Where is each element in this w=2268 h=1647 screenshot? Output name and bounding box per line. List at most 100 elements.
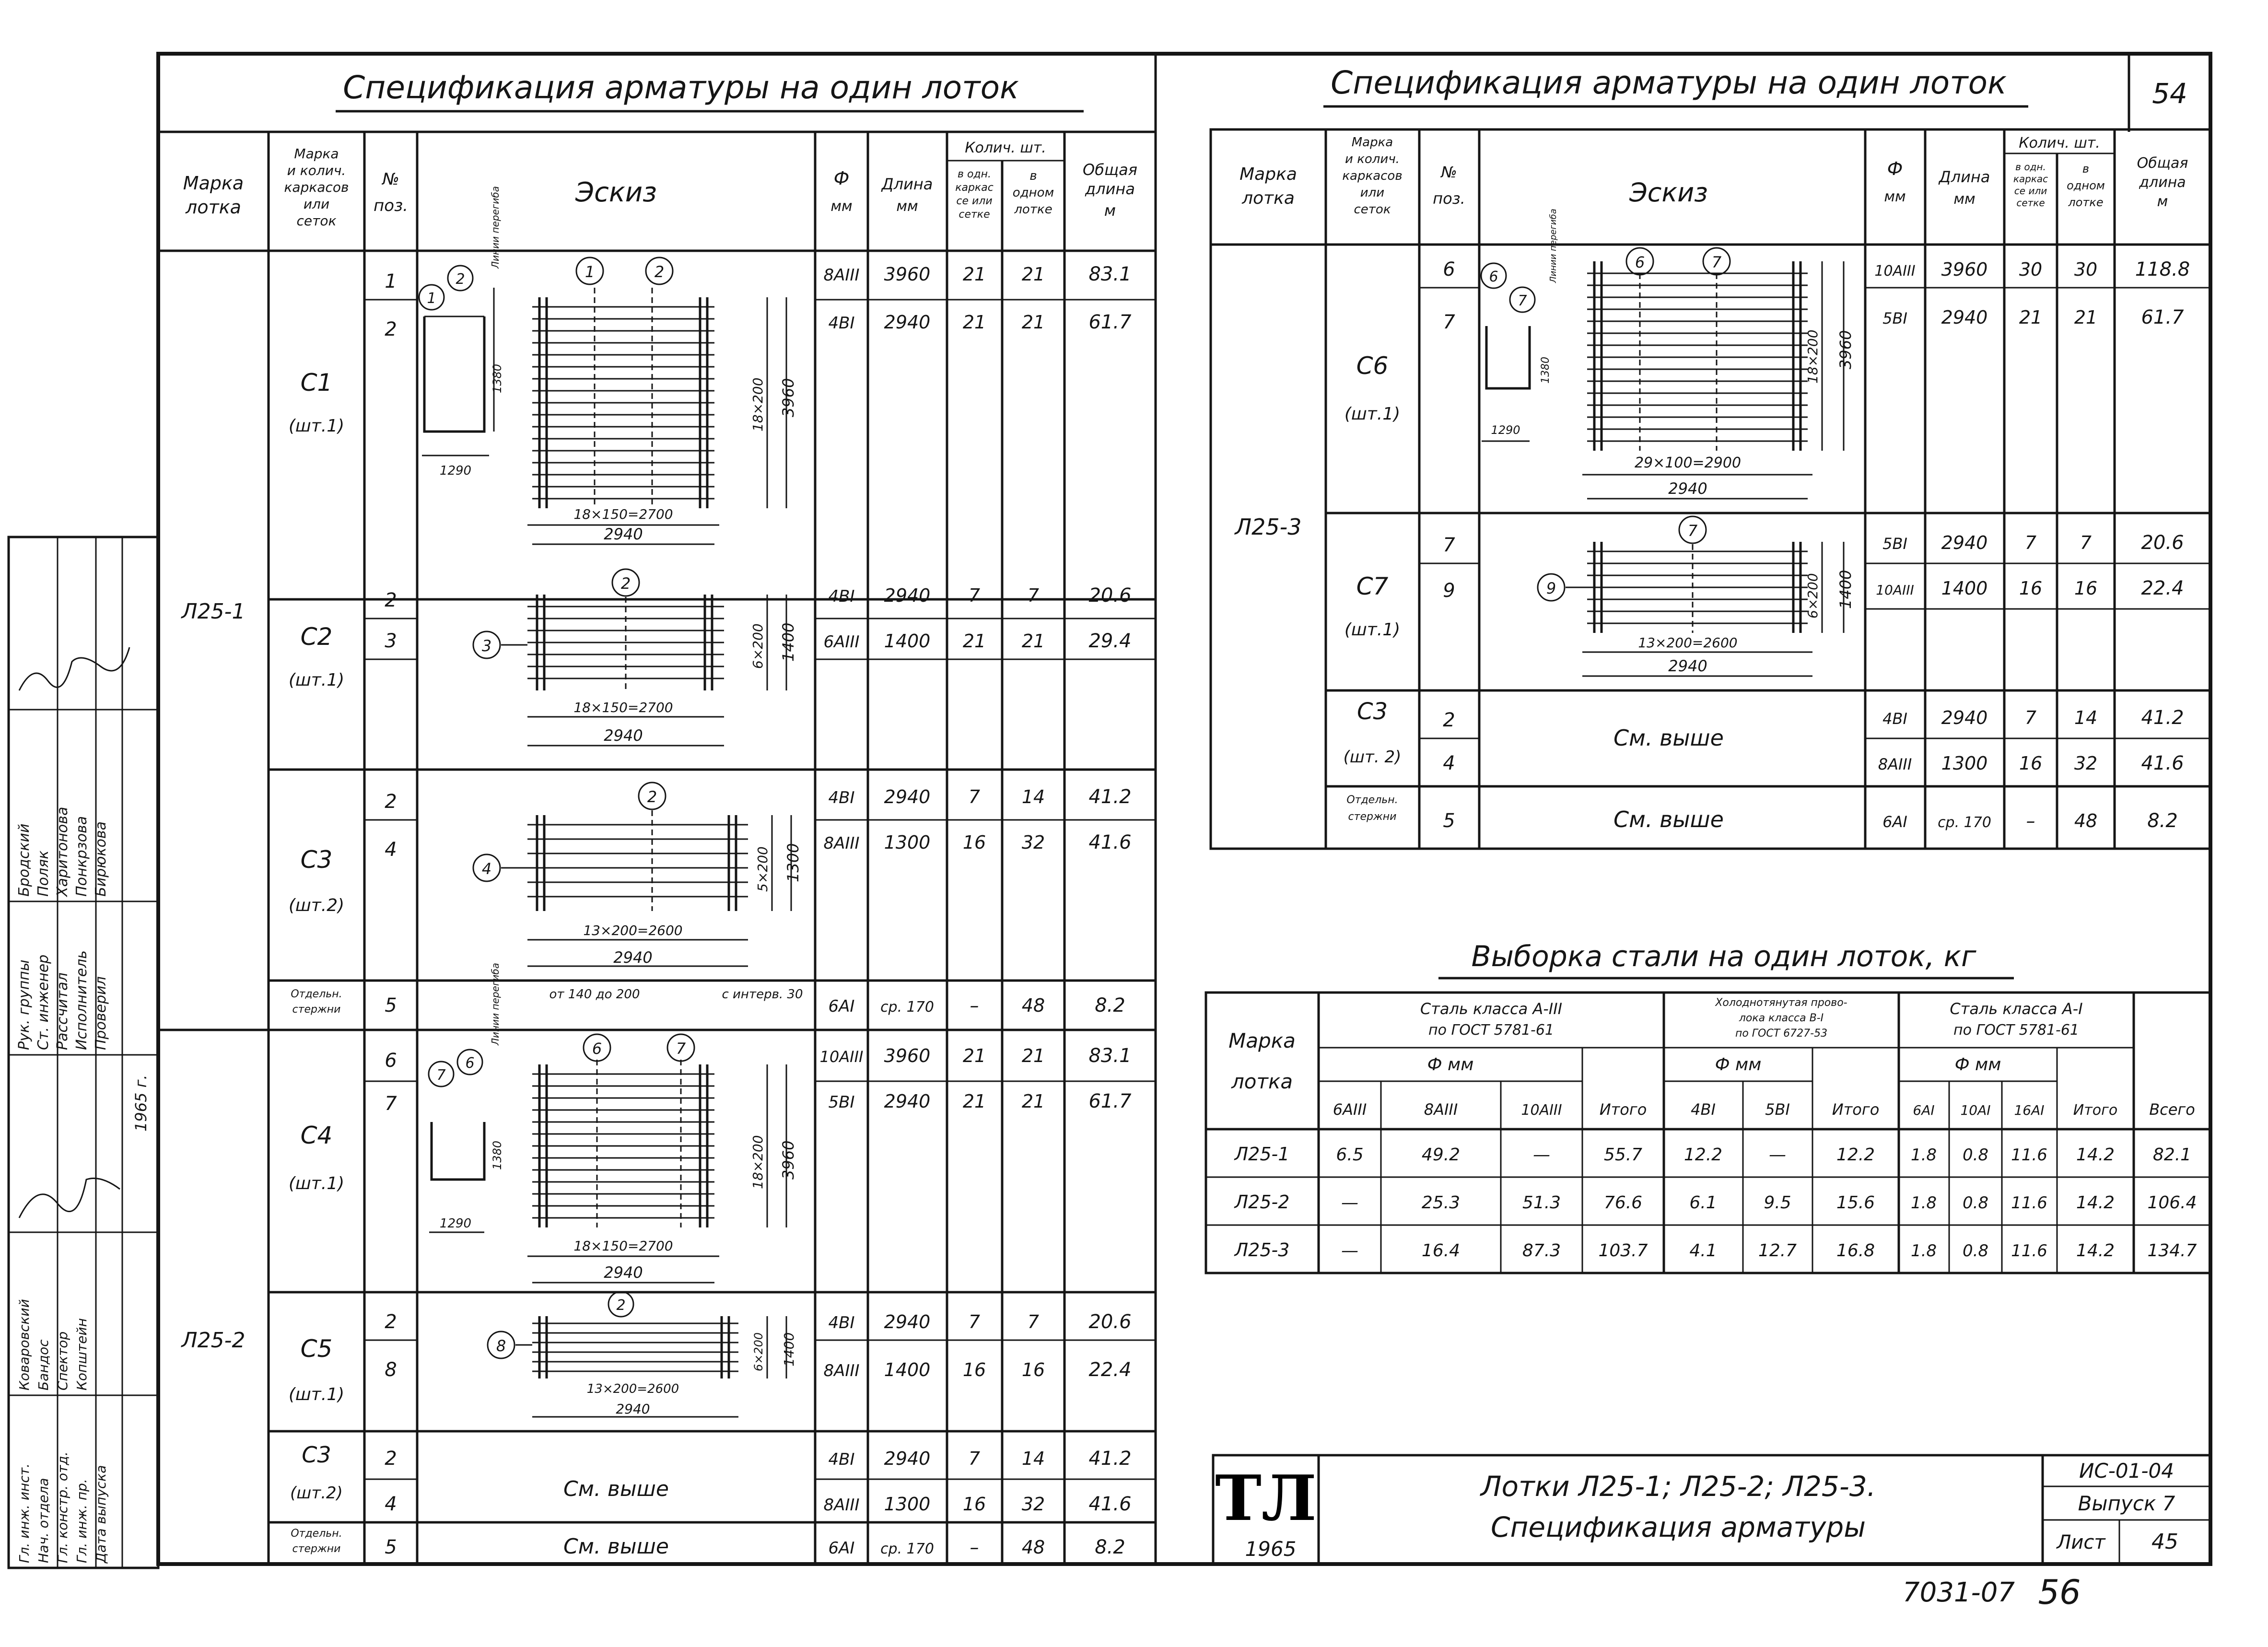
svg-text:87.3: 87.3 (1522, 1241, 1561, 1261)
svg-text:9: 9 (1443, 580, 1455, 602)
title-block: ТЛ 1965 Лотки Л25-1; Л25-2; Л25-3. Специ… (1212, 1454, 2212, 1565)
svg-text:поз.: поз. (1433, 189, 1465, 208)
svg-text:Гл. инж. пр.: Гл. инж. пр. (74, 1479, 90, 1563)
svg-text:7: 7 (2025, 707, 2036, 728)
svg-text:5ВI: 5ВI (1765, 1100, 1790, 1119)
svg-text:ИС-01-04: ИС-01-04 (2079, 1459, 2174, 1483)
svg-text:16: 16 (963, 1494, 986, 1515)
svg-text:стержни: стержни (292, 1004, 341, 1016)
svg-text:(шт.1): (шт.1) (289, 416, 344, 436)
svg-text:30: 30 (2019, 259, 2042, 280)
svg-text:10АIII: 10АIII (820, 1048, 864, 1066)
svg-text:1290: 1290 (1491, 423, 1520, 437)
svg-text:одном: одном (2067, 179, 2105, 192)
svg-text:Общая: Общая (1083, 161, 1137, 179)
left-h-mark: Марка (183, 173, 244, 194)
svg-text:1300: 1300 (1941, 753, 1988, 774)
svg-text:См. выше: См. выше (1613, 725, 1724, 751)
group-c1: С1 (301, 369, 333, 397)
svg-text:8.2: 8.2 (1095, 1536, 1125, 1558)
svg-text:21: 21 (963, 1091, 986, 1112)
svg-text:Длина: Длина (881, 175, 933, 193)
svg-text:8АIII: 8АIII (1424, 1100, 1458, 1119)
svg-text:се или: се или (2014, 185, 2047, 197)
svg-text:16: 16 (2074, 578, 2097, 599)
left-spec-table: Спецификация арматуры на один лоток Марк… (157, 54, 1157, 1564)
svg-text:Нач. отдела: Нач. отдела (35, 1478, 51, 1563)
svg-text:12.2: 12.2 (1836, 1145, 1875, 1165)
svg-text:6: 6 (1489, 269, 1498, 285)
svg-text:2: 2 (655, 263, 664, 281)
svg-text:6×200: 6×200 (752, 1332, 765, 1371)
svg-text:Выпуск 7: Выпуск 7 (2078, 1492, 2175, 1515)
svg-text:4ВI: 4ВI (829, 788, 855, 807)
svg-text:16: 16 (2019, 753, 2042, 774)
left-row: 7 5ВI 2940 21 21 61.7 (385, 1090, 1132, 1115)
left-tray-1: Л25-1 (181, 599, 246, 624)
svg-text:(шт.1): (шт.1) (289, 1174, 344, 1193)
svg-text:Бродский: Бродский (16, 824, 33, 897)
svg-text:Копштейн: Копштейн (74, 1318, 90, 1390)
sep-note: от 140 до 200 (549, 987, 640, 1002)
svg-text:18×200: 18×200 (750, 1135, 766, 1189)
svg-text:48: 48 (2074, 810, 2097, 831)
right-title: Спецификация арматуры на один лоток (1331, 64, 2007, 101)
svg-text:4: 4 (385, 839, 397, 861)
svg-text:(шт.1): (шт.1) (289, 670, 344, 690)
svg-text:12.7: 12.7 (1758, 1241, 1797, 1261)
svg-text:лотка: лотка (1231, 1070, 1293, 1093)
svg-text:6АIII: 6АIII (1333, 1100, 1367, 1119)
svg-text:1300: 1300 (884, 832, 931, 853)
svg-text:2940: 2940 (884, 1311, 931, 1332)
svg-text:12.2: 12.2 (1684, 1145, 1722, 1165)
svg-text:Отдельн.: Отдельн. (291, 1528, 342, 1540)
svg-text:41.6: 41.6 (1088, 1493, 1131, 1515)
svg-text:1300: 1300 (884, 1494, 931, 1515)
svg-text:7: 7 (1443, 534, 1455, 556)
svg-text:1400: 1400 (1941, 578, 1988, 599)
group-c5: С5 (301, 1335, 333, 1363)
svg-text:7: 7 (385, 1093, 397, 1115)
svg-text:48: 48 (1022, 995, 1045, 1016)
left-row: 2 4ВI 2940 7 7 20.6 (385, 584, 1131, 611)
svg-text:Колич. шт.: Колич. шт. (965, 140, 1046, 156)
svg-text:2940: 2940 (604, 525, 643, 543)
svg-text:С6: С6 (1356, 352, 1389, 380)
svg-text:8АIII: 8АIII (824, 1495, 860, 1515)
logo: ТЛ (1215, 1461, 1317, 1535)
svg-text:сеток: сеток (297, 213, 337, 229)
svg-text:6АI: 6АI (829, 1539, 855, 1558)
svg-text:Линии перегиба: Линии перегиба (490, 186, 501, 269)
svg-text:21: 21 (963, 1045, 986, 1066)
left-row: 1 8АIII 3960 21 21 83.1 (385, 263, 1131, 292)
svg-text:10АI: 10АI (1960, 1102, 1990, 1118)
svg-text:7: 7 (2080, 532, 2092, 553)
svg-text:3: 3 (482, 637, 491, 655)
steel-row: Л25-1 6.5 49.2 — 55.7 12.2 — 12.2 1.8 0.… (1234, 1144, 2191, 1165)
svg-text:18×150=2700: 18×150=2700 (573, 506, 673, 522)
sheet-border (156, 52, 2212, 1566)
svg-text:1: 1 (427, 290, 436, 307)
svg-text:7: 7 (2025, 532, 2036, 553)
svg-text:8.2: 8.2 (2147, 810, 2178, 832)
svg-text:45: 45 (2151, 1530, 2178, 1554)
svg-text:16: 16 (2019, 578, 2042, 599)
group-c2: С2 (301, 623, 333, 651)
svg-text:10АIII: 10АIII (1876, 582, 1914, 598)
svg-text:каркасов: каркасов (1342, 169, 1402, 183)
svg-text:4ВI: 4ВI (1691, 1100, 1716, 1119)
svg-text:поз.: поз. (374, 196, 408, 215)
steel-title: Выборка стали на один лоток, кг (1472, 940, 1976, 973)
svg-text:С3: С3 (302, 1442, 331, 1468)
svg-text:30: 30 (2074, 259, 2097, 280)
svg-text:61.7: 61.7 (1088, 311, 1132, 333)
svg-text:Итого: Итого (1600, 1100, 1647, 1119)
svg-text:или: или (1360, 186, 1384, 200)
svg-text:мм: мм (896, 198, 918, 215)
svg-text:6: 6 (1443, 258, 1455, 280)
svg-text:2940: 2940 (884, 1448, 931, 1469)
svg-text:0.8: 0.8 (1963, 1145, 1988, 1165)
svg-text:ср. 170: ср. 170 (880, 999, 934, 1016)
svg-text:6: 6 (1635, 253, 1645, 271)
svg-text:Линии перегиба: Линии перегиба (1548, 209, 1558, 283)
